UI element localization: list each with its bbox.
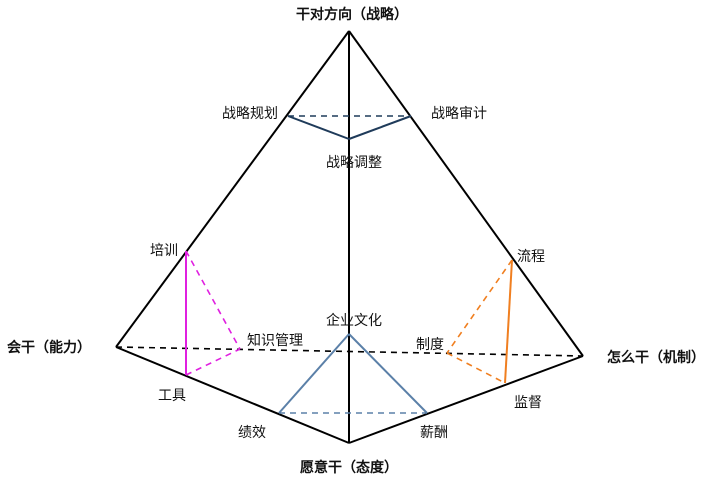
mechanism-supervision-label: 监督 — [514, 395, 542, 411]
edge-right-bottom — [348, 355, 584, 444]
capability-edge-lower — [185, 348, 241, 376]
strategy-edge-left — [287, 115, 350, 140]
edge-left-right-hidden — [115, 346, 584, 357]
vertex-left-label: 会干（能力） — [7, 339, 91, 356]
attitude-salary-label: 薪酬 — [420, 425, 448, 441]
attitude-triangle — [278, 333, 428, 414]
strategy-edge-right — [348, 115, 412, 140]
edge-top-right — [348, 30, 584, 357]
attitude-culture-label: 企业文化 — [326, 312, 382, 329]
vertex-bottom-label: 愿意干（态度） — [300, 459, 398, 476]
capability-edge-upper — [185, 250, 241, 350]
vertex-top-label: 干对方向（战略） — [296, 6, 408, 23]
edge-top-left — [115, 30, 350, 348]
vertex-right-label: 怎么干（机制） — [607, 349, 705, 366]
mechanism-triangle — [446, 259, 513, 384]
mechanism-edge-upper — [446, 259, 513, 354]
strategy-planning-label: 战略规划 — [222, 106, 278, 122]
mechanism-edge-vertical — [504, 259, 513, 384]
mechanism-edge-lower — [446, 352, 506, 384]
attitude-performance-label: 绩效 — [238, 425, 266, 441]
edge-left-bottom — [115, 346, 350, 444]
strategy-triangle — [287, 115, 412, 140]
mechanism-system-label: 制度 — [416, 337, 444, 353]
mechanism-process-label: 流程 — [517, 249, 545, 265]
strategy-adjust-label: 战略调整 — [326, 155, 382, 171]
capability-knowledge-label: 知识管理 — [247, 332, 303, 349]
capability-training-label: 培训 — [150, 243, 178, 259]
capability-triangle — [185, 250, 241, 376]
strategy-audit-label: 战略审计 — [431, 106, 487, 122]
attitude-edge-left — [278, 333, 350, 414]
capability-tools-label: 工具 — [158, 388, 186, 404]
attitude-edge-right — [348, 333, 428, 414]
